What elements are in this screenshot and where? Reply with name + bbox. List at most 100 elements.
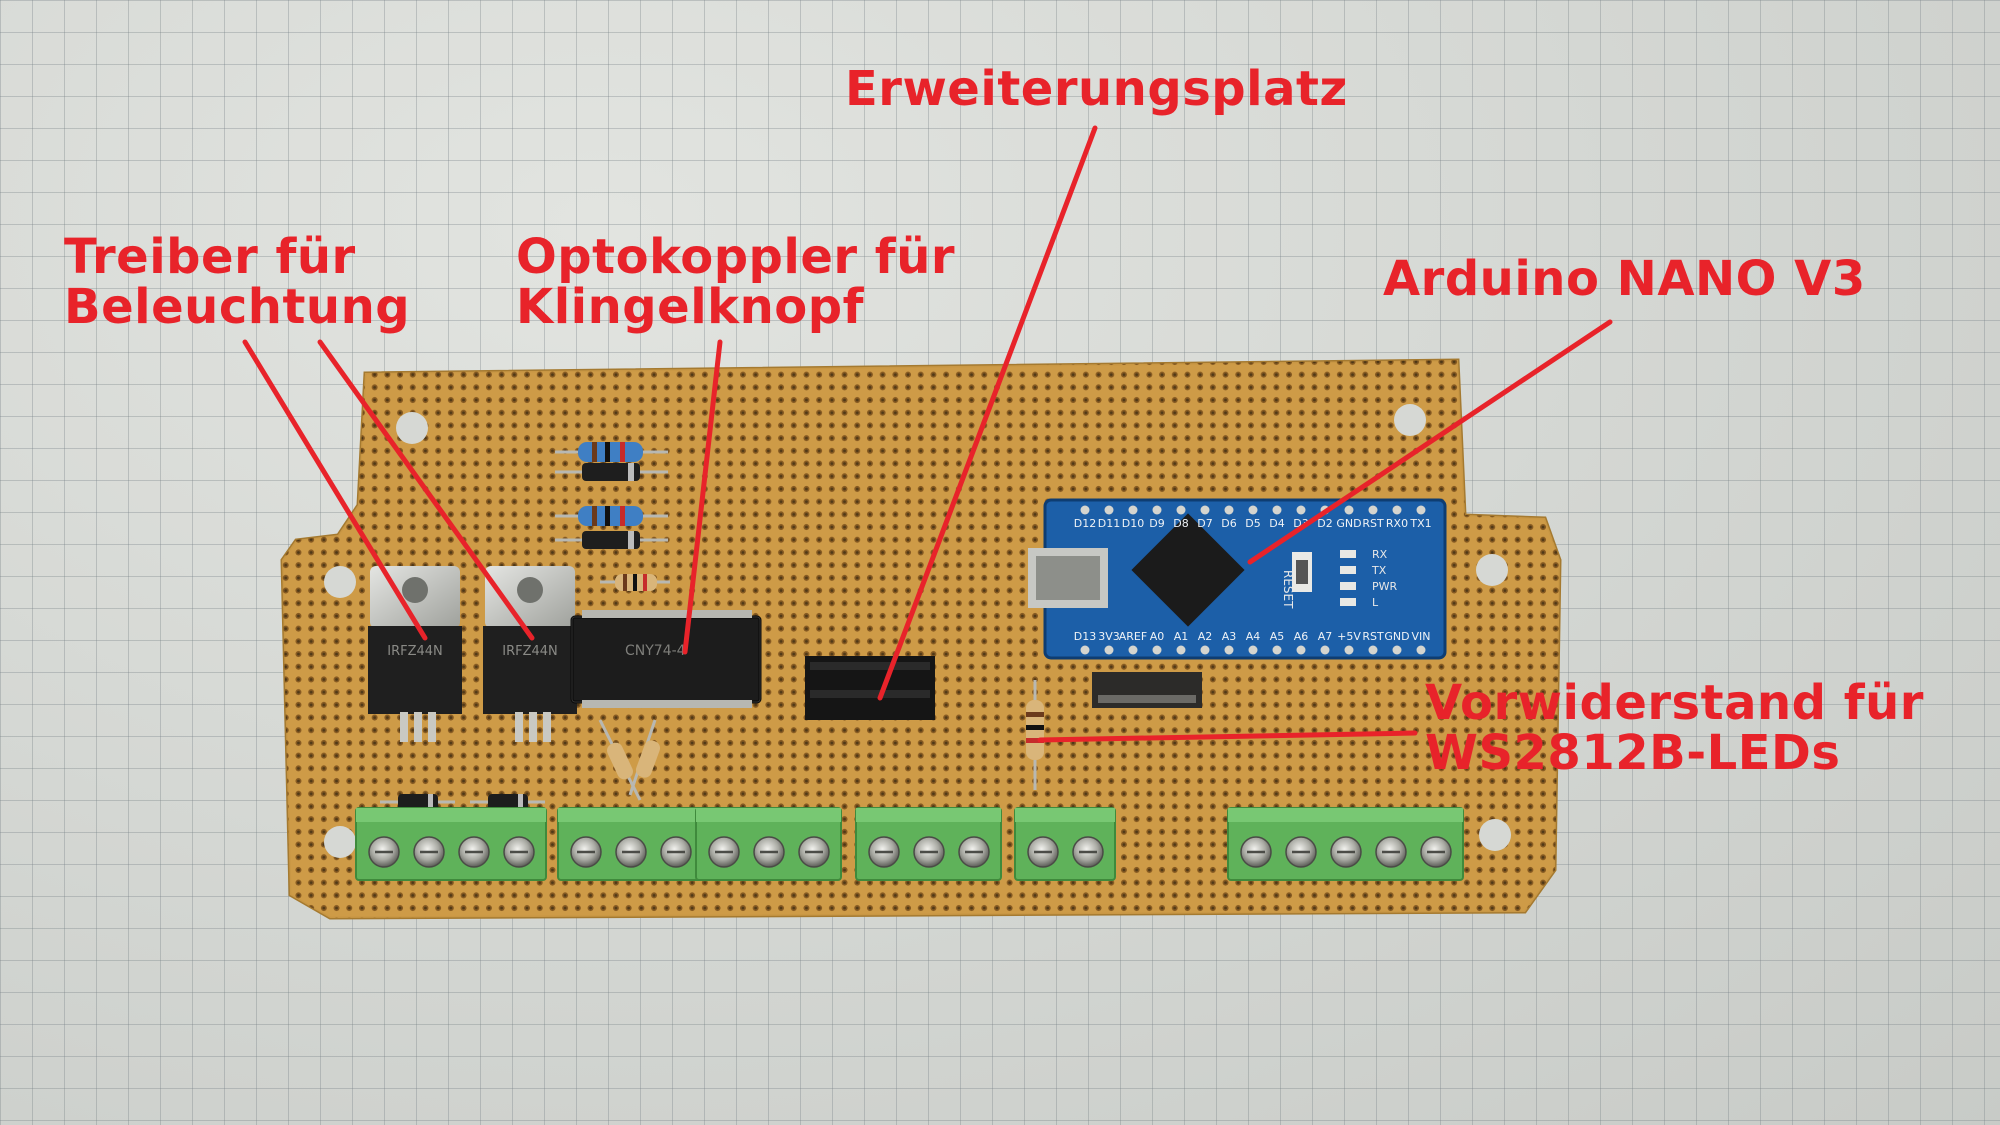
- label-opto-line1: Optokoppler für: [516, 229, 956, 285]
- terminal-top: [558, 808, 703, 822]
- nano-pin-pad: [1320, 645, 1330, 655]
- nano-led-label: PWR: [1372, 580, 1398, 593]
- nano-pin-label: 3V3: [1098, 630, 1120, 643]
- label-arduino-text: Arduino NANO V3: [1383, 251, 1866, 307]
- nano-pin-label: A5: [1270, 630, 1285, 643]
- nano-pin-label: AREF: [1119, 630, 1147, 643]
- optocoupler-marking: CNY74-4: [625, 643, 686, 659]
- nano-pin-pad: [1080, 645, 1090, 655]
- mounting-hole: [324, 566, 356, 598]
- nano-pin-label: TX1: [1409, 517, 1431, 530]
- terminal-top: [856, 808, 1001, 822]
- nano-pin-label: GND: [1336, 517, 1361, 530]
- label-opto-line2: Klingelknopf: [516, 279, 864, 335]
- label-resistor-line1: Vorwiderstand für: [1425, 675, 1924, 731]
- nano-pin-pad: [1296, 505, 1306, 515]
- nano-pin-pad: [1104, 505, 1114, 515]
- terminal-top: [1228, 808, 1463, 822]
- diode: [555, 463, 668, 481]
- nano-pin-pad: [1128, 505, 1138, 515]
- nano-pin-label: RST: [1362, 630, 1384, 643]
- nano-pin-label: RST: [1362, 517, 1384, 530]
- nano-pin-label: D13: [1074, 630, 1096, 643]
- resistor: [555, 442, 668, 462]
- nano-pin-pad: [1368, 505, 1378, 515]
- expansion-header: [805, 656, 935, 720]
- mounting-hole: [396, 412, 428, 444]
- pointer-optocoupler: [682, 339, 723, 655]
- nano-pin-pad: [1152, 645, 1162, 655]
- nano-pin-label: A1: [1174, 630, 1189, 643]
- resistor: [600, 574, 670, 591]
- nano-pin-pad: [1248, 645, 1258, 655]
- nano-pin-label: A2: [1198, 630, 1213, 643]
- pointer-resistor: [1037, 730, 1418, 743]
- mounting-hole: [1476, 554, 1508, 586]
- label-vorwiderstand: Vorwiderstand für WS2812B-LEDs: [1425, 678, 1924, 778]
- nano-pin-label: D6: [1221, 517, 1236, 530]
- led-series-resistor: [1026, 680, 1044, 790]
- pointer-driver-2: [317, 339, 535, 641]
- nano-pin-pad: [1416, 645, 1426, 655]
- nano-pin-label: D10: [1122, 517, 1144, 530]
- nano-pin-label: D8: [1173, 517, 1188, 530]
- screw-terminal-blocks: [355, 807, 1464, 881]
- nano-pin-pad: [1344, 645, 1354, 655]
- nano-pin-pad: [1200, 505, 1210, 515]
- nano-pin-label: +5V: [1337, 630, 1361, 643]
- resistor: [555, 506, 668, 526]
- nano-pin-pad: [1416, 505, 1426, 515]
- nano-pin-pad: [1224, 505, 1234, 515]
- nano-pin-pad: [1248, 505, 1258, 515]
- label-expansion-text: Erweiterungsplatz: [845, 61, 1348, 117]
- terminal-top: [696, 808, 841, 822]
- pointer-driver-1: [242, 339, 428, 641]
- resistor: [598, 719, 661, 801]
- nano-pin-pad: [1272, 505, 1282, 515]
- mounting-hole: [324, 826, 356, 858]
- pointer-expansion: [877, 125, 1098, 701]
- nano-pin-pad: [1080, 505, 1090, 515]
- label-driver-line2: Beleuchtung: [64, 279, 411, 335]
- nano-led-label: TX: [1371, 564, 1387, 577]
- nano-pin-pad: [1272, 645, 1282, 655]
- nano-pin-label: D5: [1245, 517, 1260, 530]
- nano-pin-label: D4: [1269, 517, 1284, 530]
- mounting-hole: [1394, 404, 1426, 436]
- diode: [380, 794, 455, 811]
- terminal-top: [1015, 808, 1115, 822]
- mosfet-marking: IRFZ44N: [387, 644, 443, 659]
- optocoupler-chip: CNY74-4: [570, 610, 762, 708]
- nano-pin-label: D12: [1074, 517, 1096, 530]
- nano-pin-label: D11: [1098, 517, 1120, 530]
- pointer-arduino: [1247, 319, 1613, 565]
- nano-pin-pad: [1128, 645, 1138, 655]
- nano-pin-label: A6: [1294, 630, 1309, 643]
- nano-pin-label: GND: [1384, 630, 1409, 643]
- nano-pin-pad: [1392, 645, 1402, 655]
- nano-pin-pad: [1392, 505, 1402, 515]
- diode: [470, 794, 545, 811]
- nano-pin-pad: [1368, 645, 1378, 655]
- pin-header: [1092, 672, 1202, 708]
- nano-pin-label: D2: [1317, 517, 1332, 530]
- label-erweiterungsplatz: Erweiterungsplatz: [845, 64, 1348, 114]
- mounting-hole: [1479, 819, 1511, 851]
- mosfet-marking: IRFZ44N: [502, 644, 558, 659]
- label-resistor-line2: WS2812B-LEDs: [1425, 725, 1841, 781]
- nano-pin-label: VIN: [1412, 630, 1431, 643]
- nano-led-label: L: [1372, 596, 1379, 609]
- terminal-top: [356, 808, 546, 822]
- annotation-pointers: [242, 125, 1613, 743]
- nano-pin-label: D9: [1149, 517, 1164, 530]
- label-optokoppler: Optokoppler für Klingelknopf: [516, 232, 955, 332]
- label-treiber: Treiber für Beleuchtung: [64, 232, 410, 332]
- nano-pin-label: RX0: [1386, 517, 1408, 530]
- nano-pin-pad: [1224, 645, 1234, 655]
- label-arduino: Arduino NANO V3: [1383, 254, 1866, 304]
- mosfet-driver: IRFZ44N: [483, 566, 577, 742]
- nano-pin-label: D7: [1197, 517, 1212, 530]
- nano-pin-label: A4: [1246, 630, 1261, 643]
